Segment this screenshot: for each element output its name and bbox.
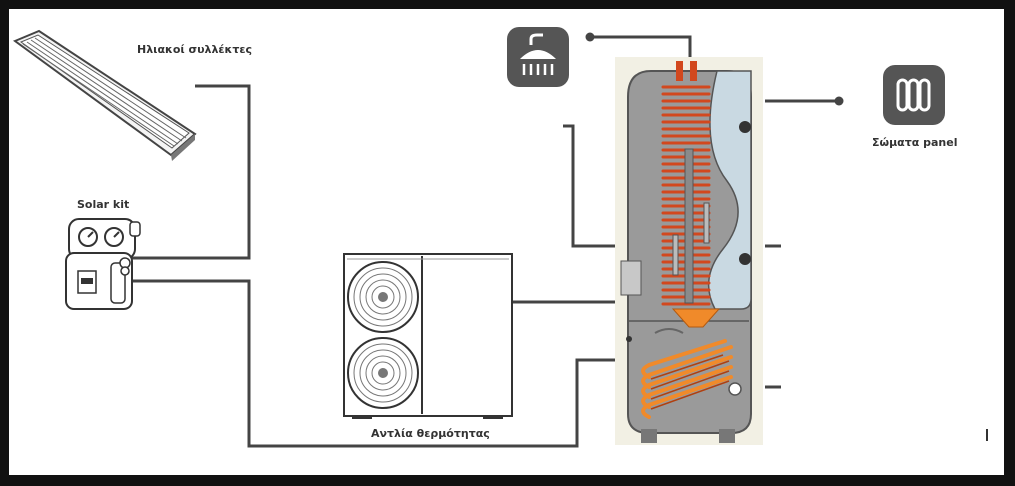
pipes xyxy=(132,35,839,448)
solar-collector xyxy=(12,29,197,161)
panel-radiators-label: Σώματα panel xyxy=(872,136,958,149)
shower-pipe xyxy=(590,35,692,61)
shower-icon xyxy=(507,27,569,87)
collector-glass xyxy=(19,34,190,149)
solar-collectors-label: Ηλιακοί συλλέκτες xyxy=(137,43,252,56)
collector-pipe xyxy=(132,84,251,260)
solar-kit-valve xyxy=(129,221,141,237)
tank-inner-tube xyxy=(684,148,694,304)
heat-pump-fan-upper xyxy=(347,261,419,333)
heat-pump-fan-lower xyxy=(347,337,419,409)
solar-kit-label: Solar kit xyxy=(77,198,129,211)
tank-solar-coil xyxy=(641,339,733,419)
tank-control-box xyxy=(620,260,642,296)
solar-kit xyxy=(65,218,141,310)
solar-return-pipe xyxy=(132,279,615,448)
heat-pump-label: Αντλία θερμότητας xyxy=(371,427,490,440)
heat-pump xyxy=(343,253,513,419)
upper-tank-pipe xyxy=(563,124,615,248)
collector-edge xyxy=(171,134,195,161)
radiator-pipe-dot xyxy=(834,96,844,106)
storage-tank xyxy=(615,57,763,445)
shower-pipe-dot xyxy=(585,32,595,42)
radiator-icon xyxy=(883,65,945,125)
heating-system-diagram: Ηλιακοί συλλέκτες Solar kit xyxy=(9,9,1004,475)
